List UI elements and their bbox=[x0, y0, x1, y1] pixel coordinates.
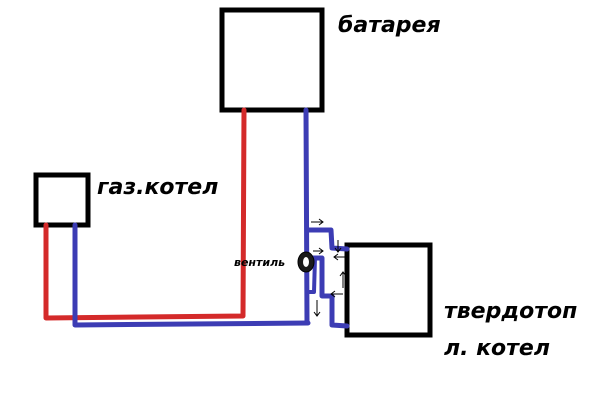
supply-pipe bbox=[43, 107, 247, 321]
gas-boiler-label: газ.котел bbox=[97, 175, 218, 200]
battery-label: батарея bbox=[338, 13, 441, 38]
gas-boiler-box bbox=[33, 172, 91, 228]
bypass-pipe-inner bbox=[305, 256, 317, 294]
battery-box bbox=[219, 7, 325, 113]
solid-fuel-boiler-label-line1: твердотоп bbox=[444, 299, 577, 324]
valve-icon bbox=[297, 251, 315, 273]
valve-label: вентиль bbox=[234, 256, 285, 269]
return-pipe-battery bbox=[303, 107, 310, 326]
solid-fuel-boiler-box bbox=[344, 242, 433, 338]
flow-arrows bbox=[311, 218, 347, 317]
bypass-pipe-top bbox=[304, 227, 350, 252]
return-pipe-gas-boiler bbox=[72, 222, 311, 328]
solid-fuel-boiler-label-line2: л. котел bbox=[444, 336, 550, 361]
bypass-pipe-loop bbox=[304, 255, 350, 329]
